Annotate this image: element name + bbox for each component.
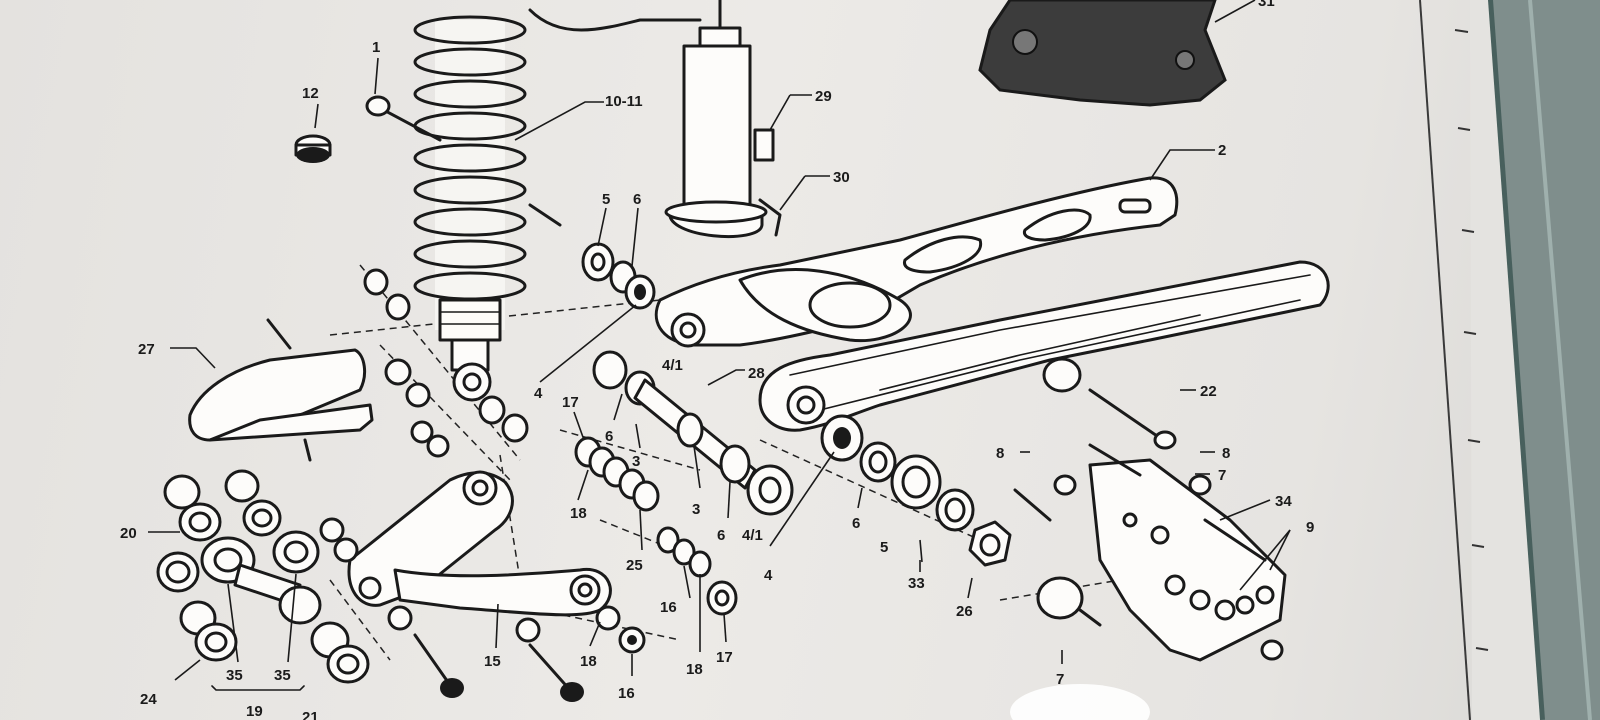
leader-lines [148,57,1291,681]
label-29: 29 [815,88,832,105]
bearing-group [156,469,370,691]
bracket-31 [978,0,1256,107]
label-20: 20 [120,525,137,542]
linkage-15 [347,470,612,702]
swing-arm-lower [738,260,1330,432]
label-3-upper: 3 [632,453,640,470]
bolt-1 [365,95,442,142]
linkage-washers [319,268,646,654]
label-12: 12 [302,85,319,102]
label-4-1-upper: 4/1 [662,357,683,374]
label-30: 30 [833,169,850,186]
bushing-chain [574,436,738,616]
label-24: 24 [140,691,157,708]
label-19: 19 [246,703,263,720]
label-4-1-lower: 4/1 [742,527,763,544]
bolt-22 [1088,388,1177,450]
label-34: 34 [1275,493,1292,510]
label-18-middle: 18 [580,653,597,670]
label-2: 2 [1218,142,1226,159]
label-7-lower: 7 [1056,671,1064,688]
label-17-lower: 17 [716,649,733,666]
label-25: 25 [626,557,643,574]
label-26: 26 [956,603,973,620]
label-5-washer: 5 [880,539,888,556]
label-31: 31 [1258,0,1275,10]
label-16-lower: 16 [618,685,635,702]
label-7-upper: 7 [1218,467,1226,484]
label-1: 1 [372,39,380,56]
glare [1010,684,1150,720]
label-6-upper: 6 [633,191,641,208]
label-18-upper: 18 [570,505,587,522]
shaft-3 [592,350,794,516]
washer-stack [820,414,1012,567]
reservoir [664,0,830,239]
label-28: 28 [748,365,765,382]
label-27: 27 [138,341,155,358]
label-21: 21 [302,709,319,720]
label-6-shaft: 6 [605,428,613,445]
label-33: 33 [908,575,925,592]
part-labels: 1 12 10-11 29 30 31 2 5 6 27 4 4/1 28 22… [120,0,1314,720]
label-6-lower: 6 [717,527,725,544]
label-4-lower: 4 [764,567,773,584]
label-16-upper: 16 [660,599,677,616]
label-10-11: 10-11 [605,93,643,110]
label-22: 22 [1200,383,1217,400]
label-35-right: 35 [274,667,291,684]
chain-guard-27 [188,318,374,462]
label-6-washer: 6 [852,515,860,532]
label-18-lower: 18 [686,661,703,678]
nut-12 [294,134,332,163]
label-8-left: 8 [996,445,1004,462]
page-frame [1419,0,1600,720]
shock-spring [413,8,702,402]
label-5-upper: 5 [602,191,610,208]
label-9: 9 [1306,519,1314,536]
label-4-upper: 4 [534,385,543,402]
bracket-9 [1013,443,1287,662]
label-17-upper: 17 [562,394,579,411]
label-3-lower: 3 [692,501,700,518]
label-8-right: 8 [1222,445,1230,462]
label-15: 15 [484,653,501,670]
spacer-upper [528,203,656,310]
label-35-left: 35 [226,667,243,684]
